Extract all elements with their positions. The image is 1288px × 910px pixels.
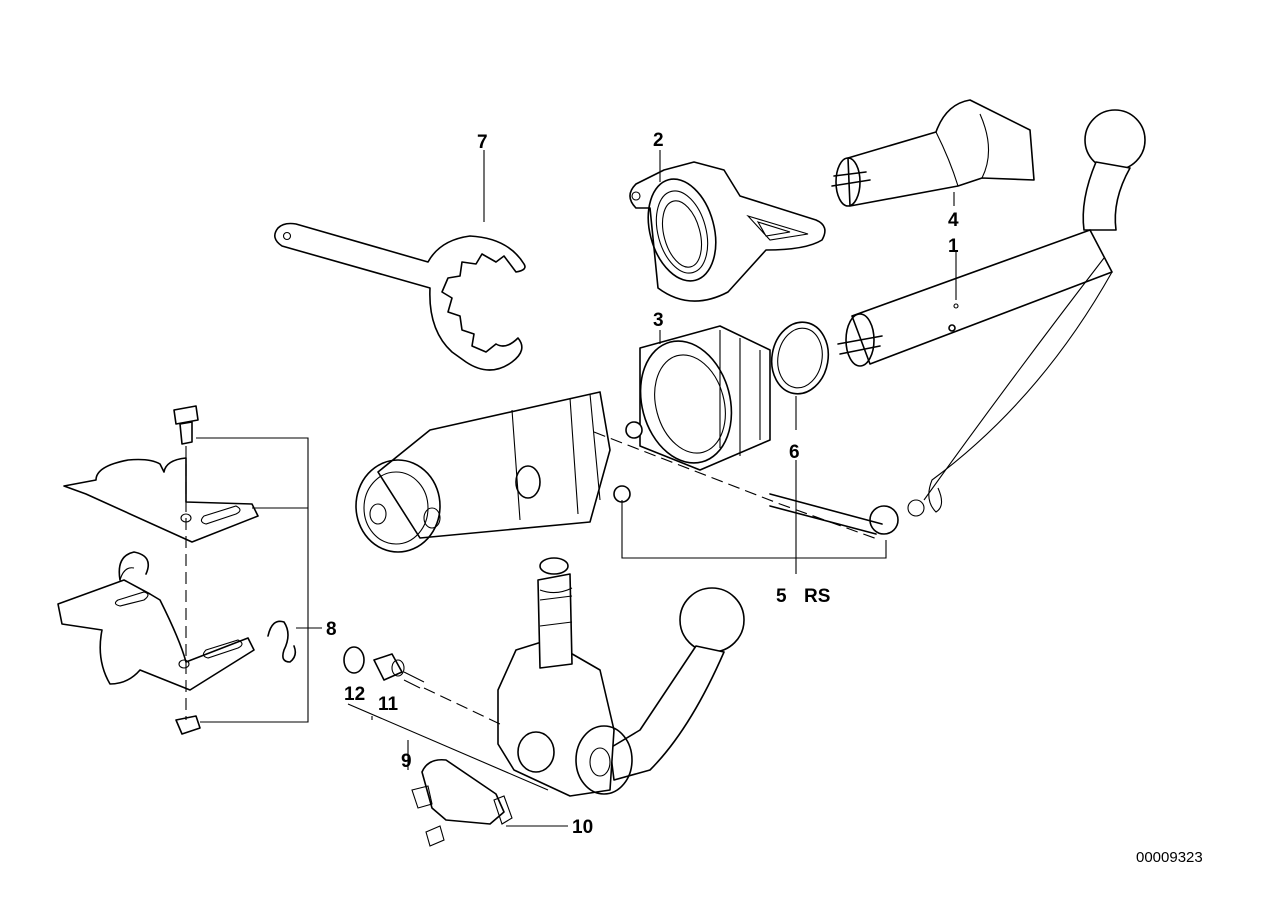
nut-small <box>175 715 201 735</box>
callout-11: 11 <box>378 694 399 715</box>
bushing-part-11 <box>373 653 425 689</box>
cap-part-2 <box>629 161 826 302</box>
callout-5: 5 <box>776 586 787 607</box>
callout-4: 4 <box>948 210 959 231</box>
locking-pin <box>769 493 925 535</box>
spanner-wrench <box>274 222 526 371</box>
callout-6: 6 <box>789 442 800 463</box>
callout-3: 3 <box>653 310 664 331</box>
o-ring-part-6 <box>770 321 830 395</box>
callout-9: 9 <box>401 751 412 772</box>
callout-7: 7 <box>477 132 488 153</box>
lock-part-10 <box>411 758 513 847</box>
plug-pin-part-4 <box>831 99 1035 207</box>
callout-10: 10 <box>572 817 593 838</box>
nut-part-3 <box>639 325 771 471</box>
tow-bar-part-1 <box>837 109 1146 513</box>
callout-8: 8 <box>326 619 337 640</box>
bolt <box>173 405 199 445</box>
callout-rs: RS <box>804 586 830 607</box>
drawing-number: 00009323 <box>1136 849 1203 866</box>
callout-2: 2 <box>653 130 664 151</box>
clip-spring <box>267 620 297 663</box>
lower-bracket <box>57 551 255 691</box>
callout-1: 1 <box>948 236 959 257</box>
callout-12: 12 <box>344 684 365 705</box>
coupling-sleeve <box>355 391 643 553</box>
upper-bracket <box>63 457 259 543</box>
tow-ball-assembly <box>497 557 745 797</box>
circlip-part-12 <box>343 646 365 674</box>
